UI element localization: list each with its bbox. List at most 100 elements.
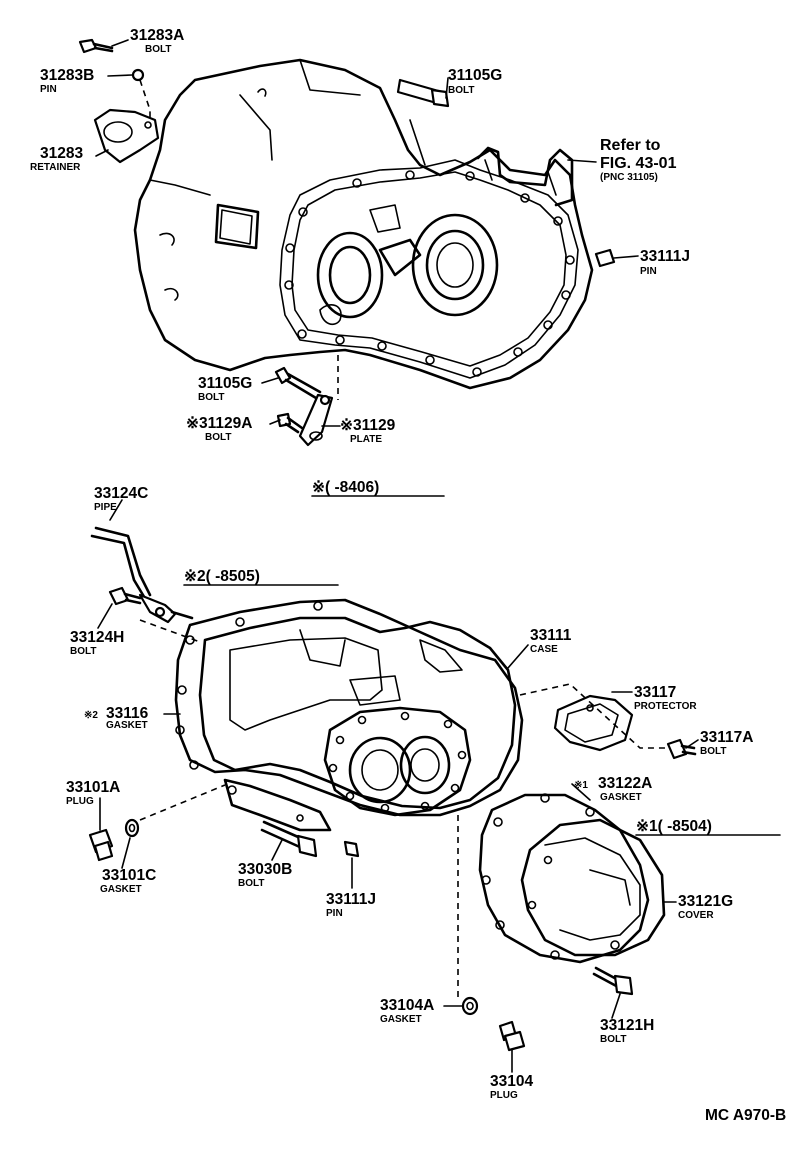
gasket-33101C-part	[124, 818, 140, 838]
part-name: BOLT	[448, 85, 474, 96]
part-number: 33117	[634, 684, 676, 701]
pipe-33124C-part	[90, 526, 194, 624]
part-number: ※31129A	[186, 415, 252, 432]
part-name: BOLT	[198, 392, 224, 403]
pipe-bolt-guide-line	[139, 619, 201, 643]
leader-lines	[95, 39, 699, 1073]
bolt-33030B-part	[260, 820, 318, 858]
label-31129A: ※31129A BOLT	[186, 415, 252, 443]
part-number: 31283A	[130, 27, 184, 44]
part-number: 33101A	[66, 779, 120, 796]
label-31283A: 31283A BOLT	[130, 27, 184, 55]
part-name: BOLT	[700, 746, 726, 757]
part-number: 33111J	[326, 891, 376, 908]
label-33111J-bottom: 33111J PIN	[326, 891, 376, 919]
part-name: PIN	[640, 266, 657, 277]
part-number: 33121G	[678, 893, 733, 910]
label-33117A: 33117A BOLT	[700, 729, 753, 757]
part-number: 31283B	[40, 67, 94, 84]
label-31105G-bottom: 31105G BOLT	[198, 375, 252, 403]
part-name: PLATE	[350, 434, 382, 445]
part-name: BOLT	[238, 878, 264, 889]
part-name: CASE	[530, 644, 558, 655]
part-number: 33121H	[600, 1017, 654, 1034]
label-33121G: 33121G COVER	[678, 893, 733, 921]
part-name: BOLT	[205, 432, 231, 443]
part-prefix: ※1	[574, 780, 588, 791]
part-number: 33104	[490, 1073, 533, 1090]
label-33121H: 33121H BOLT	[600, 1017, 654, 1045]
bolt-31105G-bottom-part	[274, 366, 322, 400]
part-number: ※31129	[340, 417, 396, 434]
bolt-33121H-part	[592, 966, 634, 996]
reference-line-1: Refer to	[600, 137, 661, 154]
case-33111-part	[198, 616, 517, 832]
bolt-31129A-part	[276, 412, 304, 434]
label-33111J-top: 33111J PIN	[640, 248, 690, 277]
part-number: 33104A	[380, 997, 434, 1014]
part-number: 31105G	[448, 67, 502, 84]
label-31283B: 31283B PIN	[40, 67, 94, 95]
label-33117: 33117 PROTECTOR	[634, 684, 697, 712]
label-33124H: 33124H BOLT	[70, 629, 124, 657]
part-name: BOLT	[145, 44, 171, 55]
part-name: PROTECTOR	[634, 701, 697, 712]
reference-line-3: (PNC 31105)	[600, 172, 658, 183]
label-33122A: ※1 33122A GASKET	[574, 775, 652, 803]
part-name: PIPE	[94, 502, 117, 513]
label-33111: 33111 CASE	[530, 627, 572, 655]
note-8504: ※1( -8504)	[635, 818, 781, 836]
part-name: RETAINER	[30, 162, 81, 173]
part-number: 31283	[40, 145, 83, 162]
part-number: 33111J	[640, 248, 690, 265]
gasket-33122A-part	[478, 793, 650, 964]
figure-code: MC A970-B	[705, 1107, 786, 1124]
label-33104: 33104 PLUG	[490, 1073, 533, 1101]
note-text: ※( -8406)	[312, 479, 379, 496]
part-name: BOLT	[600, 1034, 626, 1045]
label-33101C: 33101C GASKET	[100, 867, 156, 895]
part-number: 33116	[106, 705, 149, 722]
label-33116: ※2 33116 GASKET	[84, 705, 149, 731]
label-33104A: 33104A GASKET	[380, 997, 434, 1025]
part-number: 33122A	[598, 775, 652, 792]
label-31283: 31283 RETAINER	[30, 145, 83, 173]
note-8406: ※( -8406)	[311, 479, 445, 497]
part-prefix: ※2	[84, 710, 98, 721]
part-name: PIN	[40, 84, 57, 95]
part-name: PIN	[326, 908, 343, 919]
part-number: 33124H	[70, 629, 124, 646]
cover-33121G-part	[520, 818, 666, 957]
plug-guide-line	[139, 784, 226, 821]
protector-guide-line	[519, 683, 665, 749]
part-number: 31105G	[198, 375, 252, 392]
plug-33101A-part	[88, 828, 114, 862]
gasket-33116-part	[174, 598, 524, 817]
label-33101A: 33101A PLUG	[66, 779, 120, 807]
label-31129: ※31129 PLATE	[340, 417, 396, 445]
pin-33111J-bottom-part	[343, 840, 360, 858]
retainer-31283-part	[93, 108, 160, 164]
bolt-33117A-part	[666, 738, 697, 760]
part-number: 33101C	[102, 867, 156, 884]
bolt-33124H-part	[108, 586, 142, 606]
pin-33111J-top-part	[594, 248, 616, 268]
bolt-31283A-part	[78, 38, 114, 54]
part-name: GASKET	[600, 792, 642, 803]
fig-reference-note: Refer to FIG. 43-01 (PNC 31105)	[600, 137, 677, 183]
label-33124C: 33124C PIPE	[94, 485, 148, 513]
bolt-31105G-top-part	[396, 78, 450, 108]
part-number: 33030B	[238, 861, 292, 878]
part-name: GASKET	[100, 884, 142, 895]
part-number: 33111	[530, 627, 572, 644]
note-8505: ※2( -8505)	[183, 568, 339, 586]
protector-33117-part	[553, 694, 634, 752]
part-name: GASKET	[380, 1014, 422, 1025]
label-31105G-top: 31105G BOLT	[448, 67, 502, 96]
part-number: 33117A	[700, 729, 753, 746]
part-name: GASKET	[106, 720, 148, 731]
part-name: COVER	[678, 910, 714, 921]
plate-31129-part	[298, 393, 334, 447]
part-name: PLUG	[66, 796, 94, 807]
